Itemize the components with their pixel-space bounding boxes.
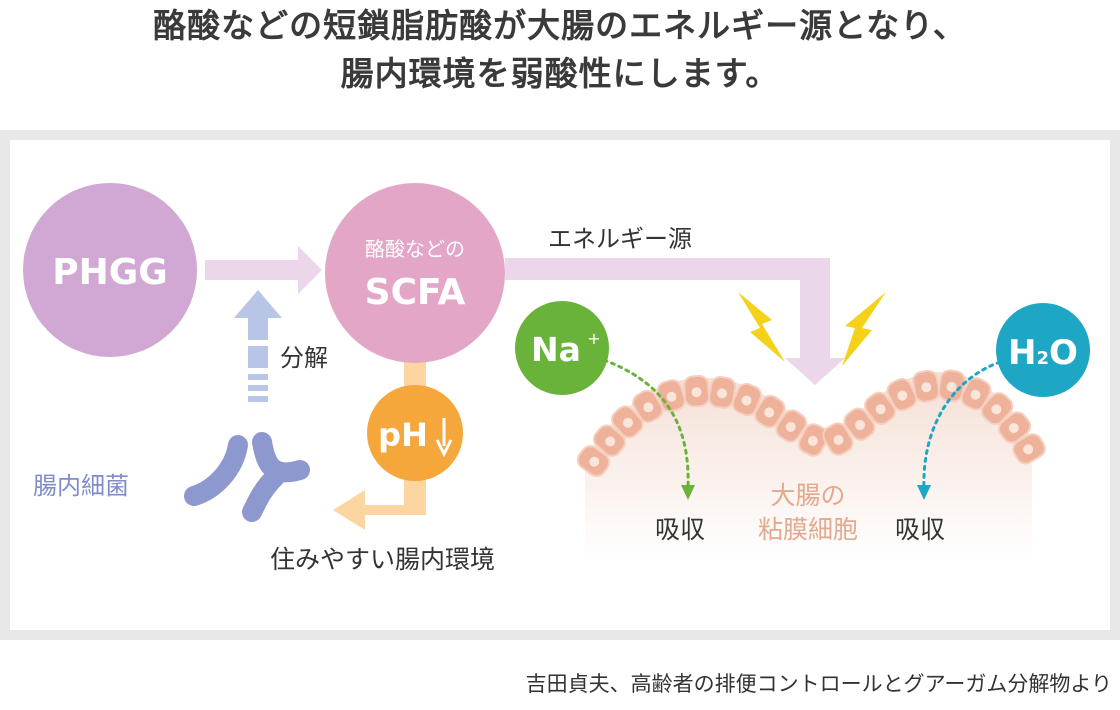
lightning-icon bbox=[842, 292, 886, 366]
source-citation: 吉田貞夫、高齢者の排便コントロールとグアーガム分解物より bbox=[525, 672, 1112, 696]
epithelial-cell bbox=[960, 377, 992, 411]
bacteria-label: 腸内細菌 bbox=[33, 472, 129, 500]
epithelial-cell bbox=[843, 407, 876, 441]
epithelial-cell bbox=[864, 391, 897, 426]
phgg-label: PHGG bbox=[52, 252, 168, 293]
mucosa-background bbox=[585, 372, 1032, 560]
epithelial-cell bbox=[980, 392, 1014, 426]
scfa-sub-label: 酪酸などの bbox=[365, 237, 465, 261]
epithelial-cell bbox=[656, 379, 686, 413]
mucosa-label-line-1: 大腸の bbox=[770, 481, 845, 510]
water-circle bbox=[996, 303, 1090, 397]
ph-label: pH bbox=[378, 416, 428, 454]
absorb-label-left: 吸収 bbox=[655, 515, 705, 544]
intestinal-wall bbox=[576, 369, 1046, 560]
environment-label: 住みやすい腸内環境 bbox=[270, 545, 495, 574]
epithelial-cell bbox=[1012, 433, 1046, 465]
phgg-to-scfa-arrow bbox=[205, 246, 322, 294]
epithelial-cell bbox=[886, 377, 918, 412]
water-absorption-arrow bbox=[917, 360, 1002, 500]
epithelial-cell bbox=[632, 389, 664, 424]
phgg-circle bbox=[23, 183, 197, 357]
page-heading: 酪酸などの短鎖脂肪酸が大腸のエネルギー源となり、 腸内環境を弱酸性にします。 bbox=[0, 2, 1120, 98]
epithelial-cell bbox=[997, 411, 1032, 444]
epithelial-cell bbox=[592, 424, 626, 457]
heading-line-2: 腸内環境を弱酸性にします。 bbox=[340, 54, 780, 93]
bacteria-icon bbox=[184, 432, 310, 522]
environment-arrow bbox=[333, 355, 426, 530]
epithelial-cell bbox=[683, 375, 710, 408]
energy-label: エネルギー源 bbox=[548, 225, 692, 253]
down-arrow-icon bbox=[435, 418, 453, 458]
ph-circle bbox=[367, 385, 463, 481]
energy-arrow bbox=[505, 258, 845, 385]
sodium-circle bbox=[515, 301, 609, 395]
epithelial-cell bbox=[937, 369, 966, 403]
lightning-icon bbox=[738, 292, 785, 362]
epithelial-cell bbox=[822, 422, 854, 456]
sodium-charge: + bbox=[587, 329, 600, 348]
epithelial-cell bbox=[731, 382, 762, 417]
decompose-label: 分解 bbox=[280, 344, 328, 372]
sodium-label: Na bbox=[531, 330, 581, 369]
epithelial-cell bbox=[775, 409, 808, 443]
epithelial-cell bbox=[576, 445, 611, 478]
heading-line-1: 酪酸などの短鎖脂肪酸が大腸のエネルギー源となり、 bbox=[153, 6, 967, 45]
epithelial-cell bbox=[708, 376, 737, 409]
epithelial-cell bbox=[611, 405, 644, 439]
scfa-label: SCFA bbox=[365, 272, 466, 313]
epithelial-cell bbox=[797, 423, 829, 457]
sodium-absorption-arrow bbox=[602, 358, 695, 500]
scfa-diagram: PHGG 酪酸などの SCFA pH Na + H2O エネルギー源 分解 腸内… bbox=[23, 183, 1090, 574]
mucosa-label-line-2: 粘膜細胞 bbox=[758, 515, 858, 544]
scfa-circle bbox=[325, 183, 505, 363]
epithelial-cells bbox=[576, 369, 1046, 478]
epithelial-cell bbox=[912, 369, 941, 403]
decompose-arrow bbox=[234, 290, 282, 402]
epithelial-cell bbox=[754, 394, 786, 429]
water-label: H2O bbox=[1008, 333, 1078, 373]
absorb-label-right: 吸収 bbox=[895, 515, 945, 544]
